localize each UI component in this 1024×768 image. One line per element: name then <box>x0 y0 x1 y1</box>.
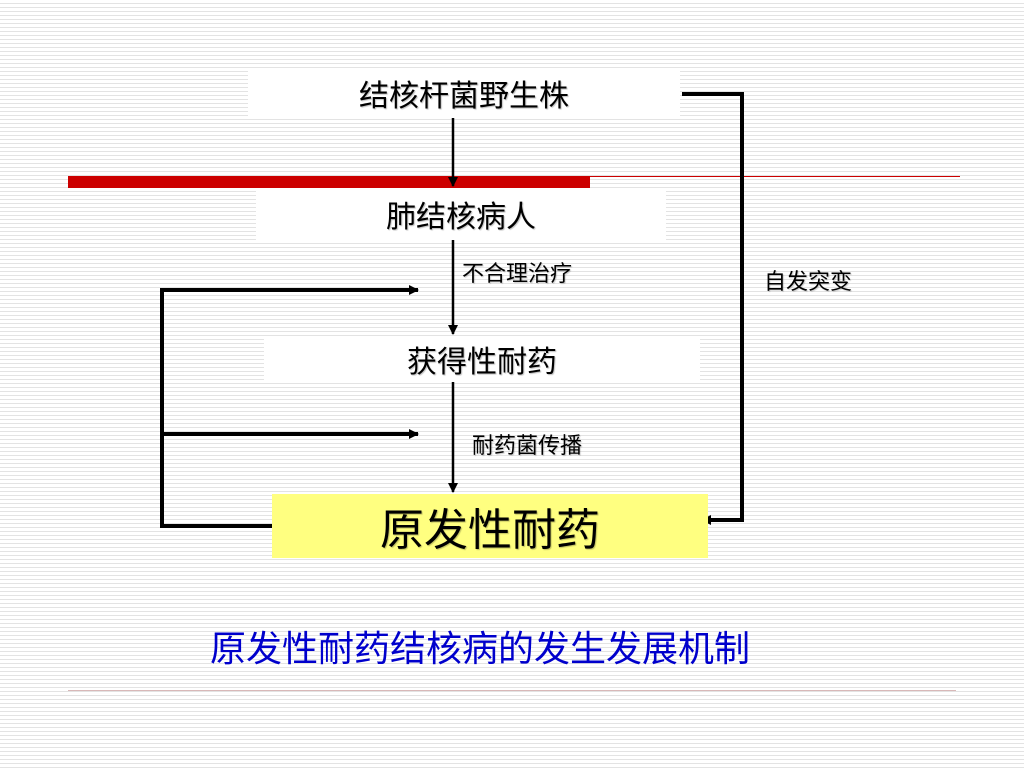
arrow-mutation-loop <box>682 92 744 525</box>
edge-label-spontaneous-mutation: 自发突变 <box>764 270 853 295</box>
node-wild-strain-label: 结核杆菌野生株 <box>359 79 569 114</box>
feedback-loop-line <box>160 285 419 528</box>
node-primary-resistance-label: 原发性耐药 <box>380 505 600 556</box>
node-wild-strain: 结核杆菌野生株 <box>248 68 680 118</box>
node-tb-patient-label: 肺结核病人 <box>386 200 536 235</box>
edge-label-resistant-spread: 耐药菌传播 <box>472 434 583 459</box>
diagram-caption-text: 原发性耐药结核病的发生发展机制 <box>209 629 750 670</box>
red-accent-bar <box>68 176 590 188</box>
diagram-caption: 原发性耐药结核病的发生发展机制 <box>0 620 960 672</box>
red-accent-line <box>590 176 960 177</box>
edge-label-improper-treatment: 不合理治疗 <box>462 262 573 287</box>
node-tb-patient: 肺结核病人 <box>256 188 666 240</box>
node-acquired-resistance-label: 获得性耐药 <box>407 345 557 380</box>
node-acquired-resistance: 获得性耐药 <box>264 336 700 382</box>
bottom-rule <box>68 690 956 691</box>
node-primary-resistance: 原发性耐药 <box>272 494 708 558</box>
